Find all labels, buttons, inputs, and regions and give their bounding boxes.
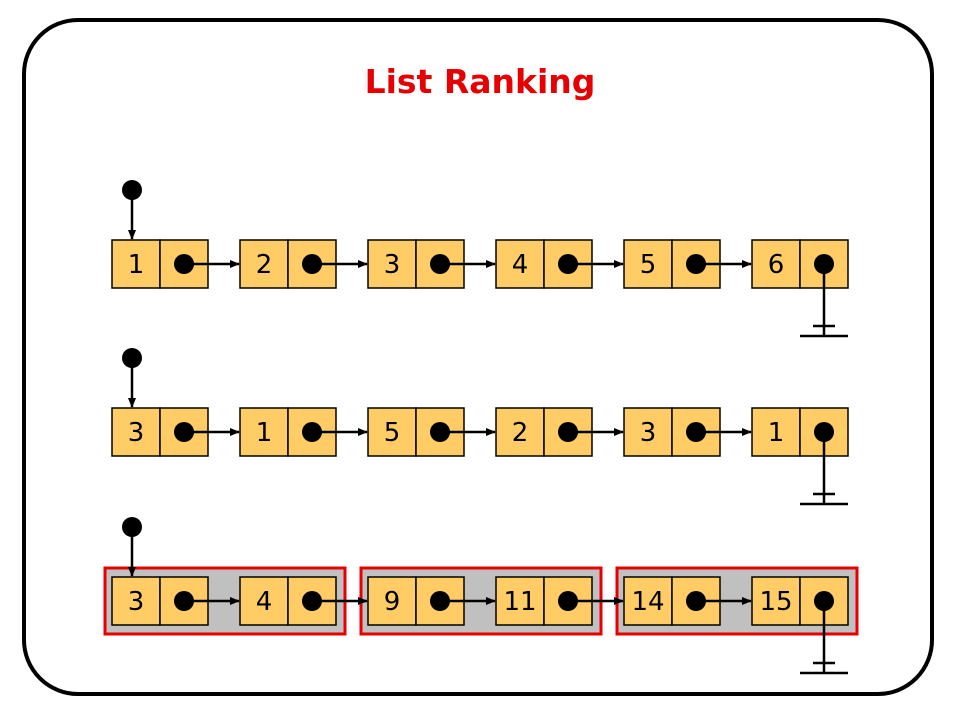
node-value: 2	[512, 418, 529, 448]
node-value: 11	[503, 587, 536, 617]
node-value-cell	[623, 576, 673, 626]
node-value: 15	[759, 587, 792, 617]
node-value: 2	[256, 250, 273, 280]
node-value: 4	[256, 587, 273, 617]
node-value: 3	[128, 587, 145, 617]
node-value: 4	[512, 250, 529, 280]
node-value: 14	[631, 587, 664, 617]
node-value-cell	[367, 576, 417, 626]
node-value: 5	[384, 418, 401, 448]
node-value-cell	[239, 407, 289, 457]
node-value: 3	[384, 250, 401, 280]
node-value: 9	[384, 587, 401, 617]
node-value-cell	[623, 239, 673, 289]
node-value: 3	[640, 418, 657, 448]
node-value: 5	[640, 250, 657, 280]
node-value-cell	[111, 576, 161, 626]
node-value: 3	[128, 418, 145, 448]
node-value: 1	[256, 418, 273, 448]
node-value-cell	[367, 239, 417, 289]
node-value: 1	[768, 418, 785, 448]
node-value: 6	[768, 250, 785, 280]
diagram-title: List Ranking	[364, 62, 596, 101]
node-value-cell	[751, 407, 801, 457]
node-value-cell	[111, 407, 161, 457]
node-value: 1	[128, 250, 145, 280]
node-value-cell	[495, 407, 545, 457]
